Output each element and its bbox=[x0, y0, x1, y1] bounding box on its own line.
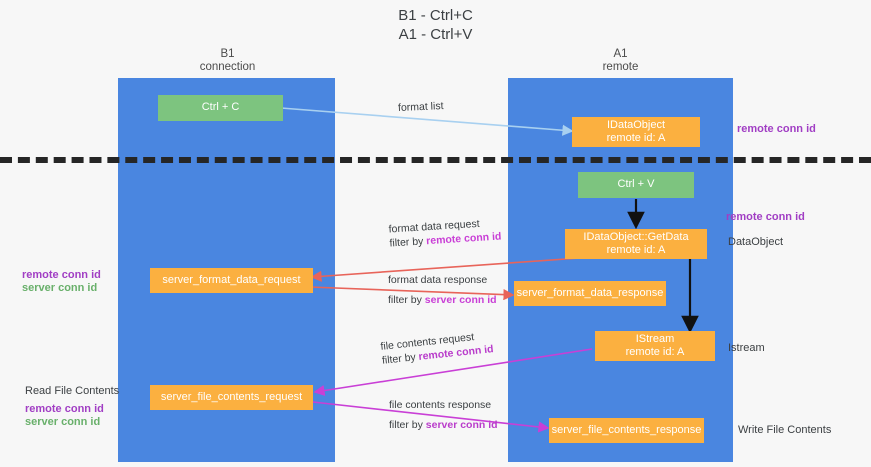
arrow-label-format-data-response-line1: format data response bbox=[388, 274, 488, 286]
connector-format-list bbox=[280, 107, 574, 136]
node-server-file-contents-request-label: server_file_contents_request bbox=[160, 390, 303, 403]
node-server-format-data-response[interactable]: server_format_data_response bbox=[514, 281, 666, 306]
arrow-label-file-contents-response: file contents response filter by server … bbox=[389, 398, 498, 432]
node-server-file-contents-response[interactable]: server_file_contents_response bbox=[549, 418, 704, 443]
connector-file-contents-response bbox=[312, 401, 550, 433]
connector-format-data-request bbox=[310, 257, 581, 282]
highlight-server-conn-id: server conn id bbox=[424, 294, 497, 306]
node-idataobject-title: IDataObject bbox=[606, 118, 666, 131]
column-header-a1-role: remote bbox=[602, 61, 639, 73]
arrow-label-format-list: format list bbox=[398, 99, 444, 115]
node-server-file-contents-response-label: server_file_contents_response bbox=[551, 423, 702, 436]
label-read-file-contents: Read File Contents bbox=[25, 385, 120, 397]
node-server-file-contents-request[interactable]: server_file_contents_request bbox=[150, 385, 313, 410]
phase-divider bbox=[0, 157, 871, 163]
arrow-label-file-contents-response-line1: file contents response bbox=[389, 399, 492, 411]
node-getdata-title: IDataObject::GetData bbox=[583, 230, 689, 243]
label-left-remote-conn-id: remote conn id bbox=[22, 269, 101, 281]
node-ctrl-v-label: Ctrl + V bbox=[617, 178, 655, 191]
node-ctrl-c[interactable]: Ctrl + C bbox=[158, 95, 283, 121]
diagram-title-line1: B1 - Ctrl+C bbox=[398, 7, 473, 24]
arrow-label-format-list-line1: format list bbox=[397, 100, 444, 114]
node-istream-title: IStream bbox=[635, 332, 675, 345]
diagram-title-line2: A1 - Ctrl+V bbox=[398, 26, 473, 43]
label-write-file-contents: Write File Contents bbox=[738, 424, 832, 436]
arrow-label-format-data-response-line2: filter by server conn id bbox=[388, 294, 497, 306]
node-idataobject[interactable]: IDataObject remote id: A bbox=[572, 117, 700, 147]
node-istream[interactable]: IStream remote id: A bbox=[595, 331, 715, 361]
connector-format-data-response bbox=[309, 286, 515, 301]
column-header-b1: B1 connection bbox=[150, 48, 305, 74]
node-server-format-data-request[interactable]: server_format_data_request bbox=[150, 268, 313, 293]
label-remote-conn-id-top: remote conn id bbox=[737, 123, 816, 135]
label-left-server-conn-id: server conn id bbox=[22, 282, 98, 294]
label-remote-conn-id-mid: remote conn id bbox=[726, 211, 805, 223]
connector-file-contents-request bbox=[313, 348, 593, 397]
node-getdata[interactable]: IDataObject::GetData remote id: A bbox=[565, 229, 707, 259]
node-server-format-data-response-label: server_format_data_response bbox=[516, 286, 664, 299]
node-istream-subtitle: remote id: A bbox=[625, 346, 685, 358]
column-header-a1-name: A1 bbox=[613, 48, 628, 60]
node-ctrl-c-label: Ctrl + C bbox=[201, 101, 240, 114]
arrow-label-file-contents-response-line2: filter by server conn id bbox=[389, 419, 498, 431]
node-server-format-data-request-label: server_format_data_request bbox=[162, 273, 301, 286]
node-getdata-subtitle: remote id: A bbox=[606, 244, 666, 256]
label-istream: Istream bbox=[728, 342, 765, 354]
label-left-remote-conn-id-2: remote conn id bbox=[25, 403, 104, 415]
column-header-b1-name: B1 bbox=[220, 48, 235, 60]
column-header-a1: A1 remote bbox=[543, 48, 698, 74]
arrow-label-format-data-response: format data response filter by server co… bbox=[388, 273, 497, 307]
label-dataobject: DataObject bbox=[728, 236, 784, 248]
highlight-server-conn-id-2: server conn id bbox=[425, 419, 498, 431]
label-left-server-conn-id-2: server conn id bbox=[25, 416, 101, 428]
column-header-b1-role: connection bbox=[199, 61, 256, 73]
node-ctrl-v[interactable]: Ctrl + V bbox=[578, 172, 694, 198]
node-idataobject-subtitle: remote id: A bbox=[606, 132, 666, 144]
diagram-title: B1 - Ctrl+C A1 - Ctrl+V bbox=[0, 6, 871, 44]
